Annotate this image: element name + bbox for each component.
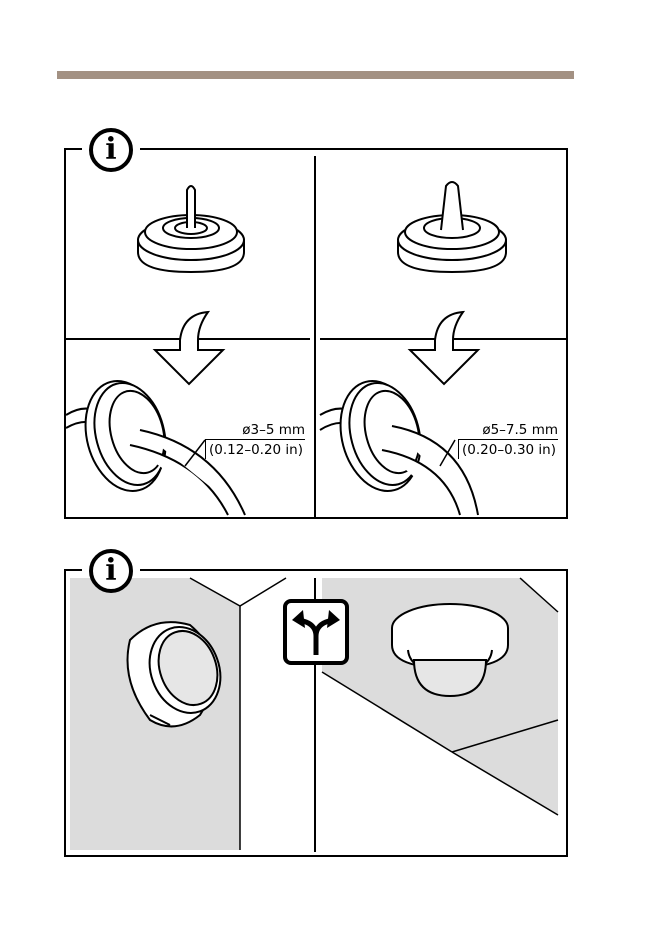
info-icon: i [89, 128, 133, 172]
grommet-with-thick-cable [320, 372, 478, 515]
diameter-in-label: (0.12–0.20 in) [205, 439, 305, 459]
grommet-thin-icon [138, 186, 244, 272]
cable-diameter-callout-right: ø5–7.5 mm (0.20–0.30 in) [456, 421, 558, 459]
cable-diameter-callout-left: ø3–5 mm (0.12–0.20 in) [205, 421, 305, 459]
diameter-in-label: (0.20–0.30 in) [458, 439, 558, 459]
diameter-mm-label: ø3–5 mm [205, 421, 305, 439]
diameter-mm-label: ø5–7.5 mm [456, 421, 558, 439]
grommet-thick-icon [398, 182, 506, 272]
down-arrow-left-icon [155, 312, 223, 384]
info-icon: i [89, 549, 133, 593]
mounting-options-panel [64, 569, 568, 857]
down-arrow-right-icon [410, 312, 478, 384]
